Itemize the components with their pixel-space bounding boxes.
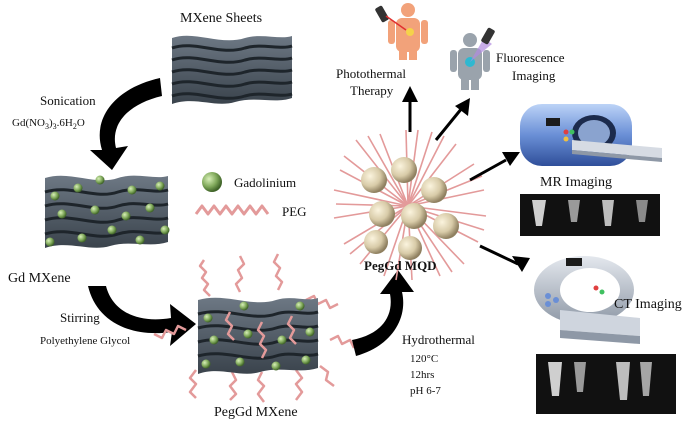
hydrothermal-label: Hydrothermal	[402, 332, 475, 347]
mqd-peg-corona	[333, 129, 487, 281]
gd-dots	[45, 175, 170, 247]
peg-chains-front	[224, 311, 297, 359]
photothermal-label-line1: Photothermal	[336, 66, 406, 81]
mr-image-strip	[520, 194, 660, 236]
hydrothermal-arrow	[352, 270, 414, 356]
sonication-arrow	[90, 78, 162, 170]
peg-gd-mxene-stack	[153, 253, 356, 403]
ct-imaging-label: CT Imaging	[614, 297, 682, 312]
application-arrows	[402, 86, 530, 272]
mqd-cores	[361, 157, 459, 260]
time-label: 12hrs	[410, 369, 434, 381]
gd-mxene-label: Gd MXene	[8, 271, 71, 286]
peg-legend-chain	[194, 204, 270, 216]
photothermal-label-line2: Therapy	[350, 83, 394, 98]
ph-label: pH 6-7	[410, 385, 441, 397]
peg-gd-mxene-label: PegGd MXene	[214, 405, 298, 420]
sonication-label: Sonication	[40, 93, 96, 108]
gadolinium-legend-sphere	[202, 172, 222, 192]
fluorescence-label-line2: Imaging	[512, 68, 556, 83]
mxene-sheets-stack	[171, 35, 293, 104]
gd-reagent-label: Gd(NO3)3.6H2O	[12, 117, 85, 131]
mxene-sheets-label: MXene Sheets	[180, 11, 262, 26]
peg-gd-dots	[201, 301, 315, 371]
stirring-label: Stirring	[60, 310, 100, 325]
mr-imaging-label: MR Imaging	[540, 175, 612, 190]
mr-scanner-icon	[520, 104, 662, 166]
peg-gd-mqd-cluster	[333, 129, 487, 281]
peg-gd-mqd-label: PegGd MQD	[364, 258, 437, 273]
ct-image-strip	[536, 354, 676, 414]
peg-label: PEG	[282, 204, 307, 219]
ct-scanner-icon	[534, 256, 640, 344]
fluorescence-label-line1: Fluorescence	[496, 50, 565, 65]
peg-chains-back	[153, 253, 356, 403]
photothermal-body-icon	[375, 3, 428, 60]
gd-mxene-stack	[44, 175, 170, 248]
polyethylene-glycol-label: Polyethylene Glycol	[40, 335, 130, 347]
fluorescence-body-icon	[450, 27, 495, 90]
gadolinium-label: Gadolinium	[234, 175, 296, 190]
temperature-label: 120°C	[410, 353, 438, 365]
